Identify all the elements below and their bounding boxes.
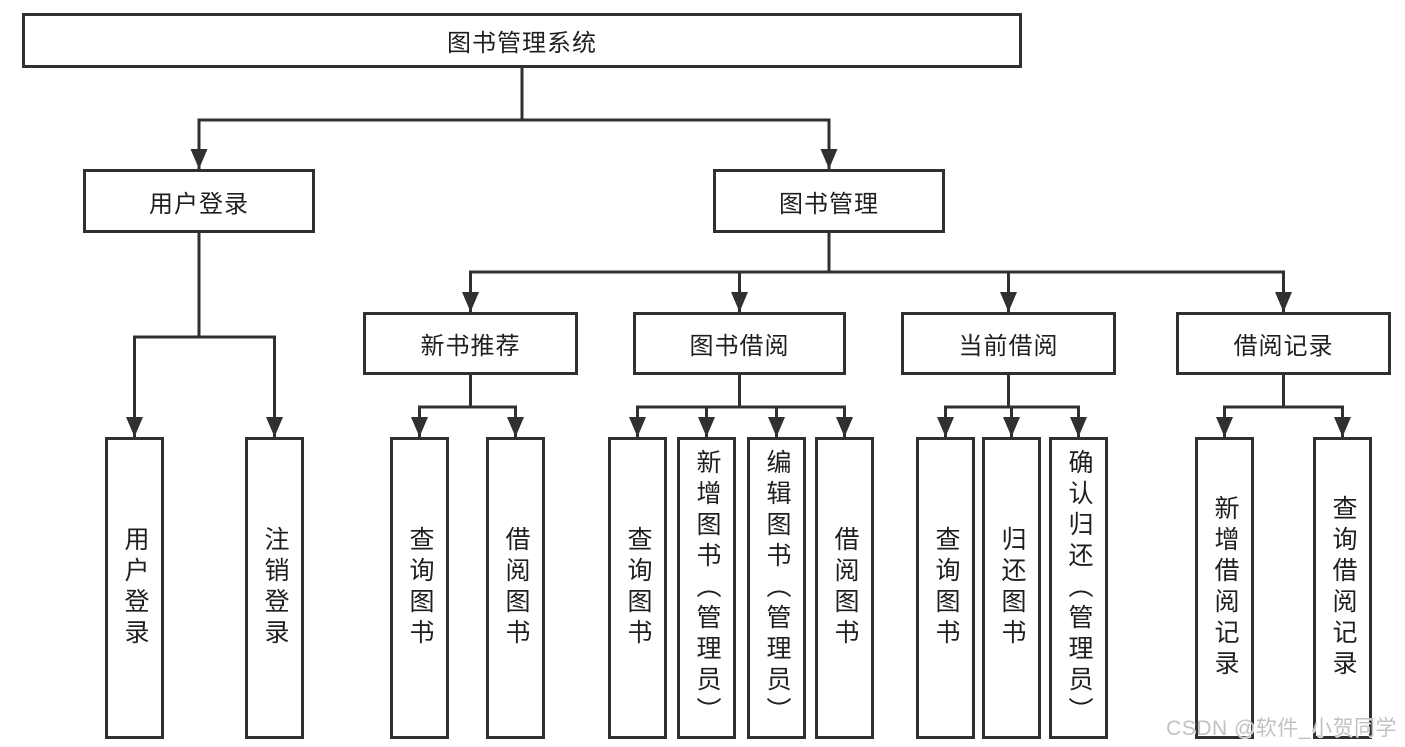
connector-book-borrow-children	[629, 373, 853, 439]
leaf-query-books-recommend: 查询图书	[390, 437, 449, 739]
node-new-book-recommend: 新书推荐	[363, 312, 578, 375]
node-book-management: 图书管理	[713, 169, 945, 233]
node-borrow-records: 借阅记录	[1176, 312, 1391, 375]
leaf-borrow-books-recommend: 借阅图书	[486, 437, 545, 739]
leaf-logout: 注销登录	[245, 437, 304, 739]
leaf-user-login: 用户登录	[105, 437, 164, 739]
node-book-borrow: 图书借阅	[633, 312, 846, 375]
leaf-confirm-return-admin: 确认归还（管理员）	[1049, 437, 1108, 739]
leaf-add-borrow-record: 新增借阅记录	[1195, 437, 1254, 739]
csdn-watermark: CSDN @软件_小贺同学	[1166, 717, 1397, 740]
node-root-system: 图书管理系统	[22, 13, 1022, 68]
leaf-query-books-borrow: 查询图书	[608, 437, 667, 739]
connector-book-mgmt-children	[462, 231, 1292, 314]
leaf-edit-book-admin: 编辑图书（管理员）	[747, 437, 806, 739]
node-current-borrow: 当前借阅	[901, 312, 1116, 375]
leaf-query-borrow-record: 查询借阅记录	[1313, 437, 1372, 739]
leaf-add-book-admin: 新增图书（管理员）	[677, 437, 736, 739]
connector-user-login-children	[126, 231, 283, 439]
leaf-query-books-current: 查询图书	[916, 437, 975, 739]
connector-current-borrow-children	[937, 373, 1087, 439]
node-user-login: 用户登录	[83, 169, 315, 233]
leaf-return-book: 归还图书	[982, 437, 1041, 739]
leaf-borrow-books: 借阅图书	[815, 437, 874, 739]
connector-borrow-records-children	[1216, 373, 1351, 439]
connector-new-books-children	[411, 373, 524, 439]
connector-root-to-level1	[190, 65, 838, 171]
